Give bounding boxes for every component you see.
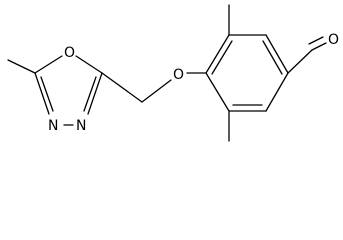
bond-ch2-o <box>141 79 172 103</box>
bond-o1-c2 <box>75 55 103 74</box>
bond-cho-o <box>311 42 327 51</box>
bond-n4-c5-double <box>40 76 54 112</box>
atom-label-ring-oxygen: O <box>64 45 75 61</box>
atom-label-ether-oxygen: O <box>173 67 184 83</box>
bond-c5-o1 <box>34 55 63 74</box>
bond-ar-c1-c2-double <box>211 40 233 75</box>
bond-ar-c1-c2 <box>205 34 230 74</box>
structure-diagram: O O O N N <box>7 4 339 142</box>
atom-label-nitrogen-1: N <box>48 118 58 134</box>
atom-label-nitrogen-2: N <box>76 118 86 134</box>
bond-c2-ch2 <box>101 72 143 103</box>
bond-c2-n3 <box>87 72 103 115</box>
bond-cho-o-double <box>308 36 324 45</box>
bond-n4-c5 <box>34 72 50 115</box>
bond-ar-cho <box>287 49 313 74</box>
bond-c5-methyl <box>7 59 36 74</box>
molecule-drawing: O O O N N <box>7 4 339 142</box>
atom-label-aldehyde-oxygen: O <box>328 32 339 48</box>
bond-ar-c3-c4 <box>265 34 289 74</box>
bond-c2-n3-double <box>83 76 97 112</box>
bond-ar-c6-c1 <box>205 72 230 112</box>
bond-ar-c4-c5 <box>265 72 289 112</box>
bond-ar-c3-c4-double <box>262 40 283 75</box>
